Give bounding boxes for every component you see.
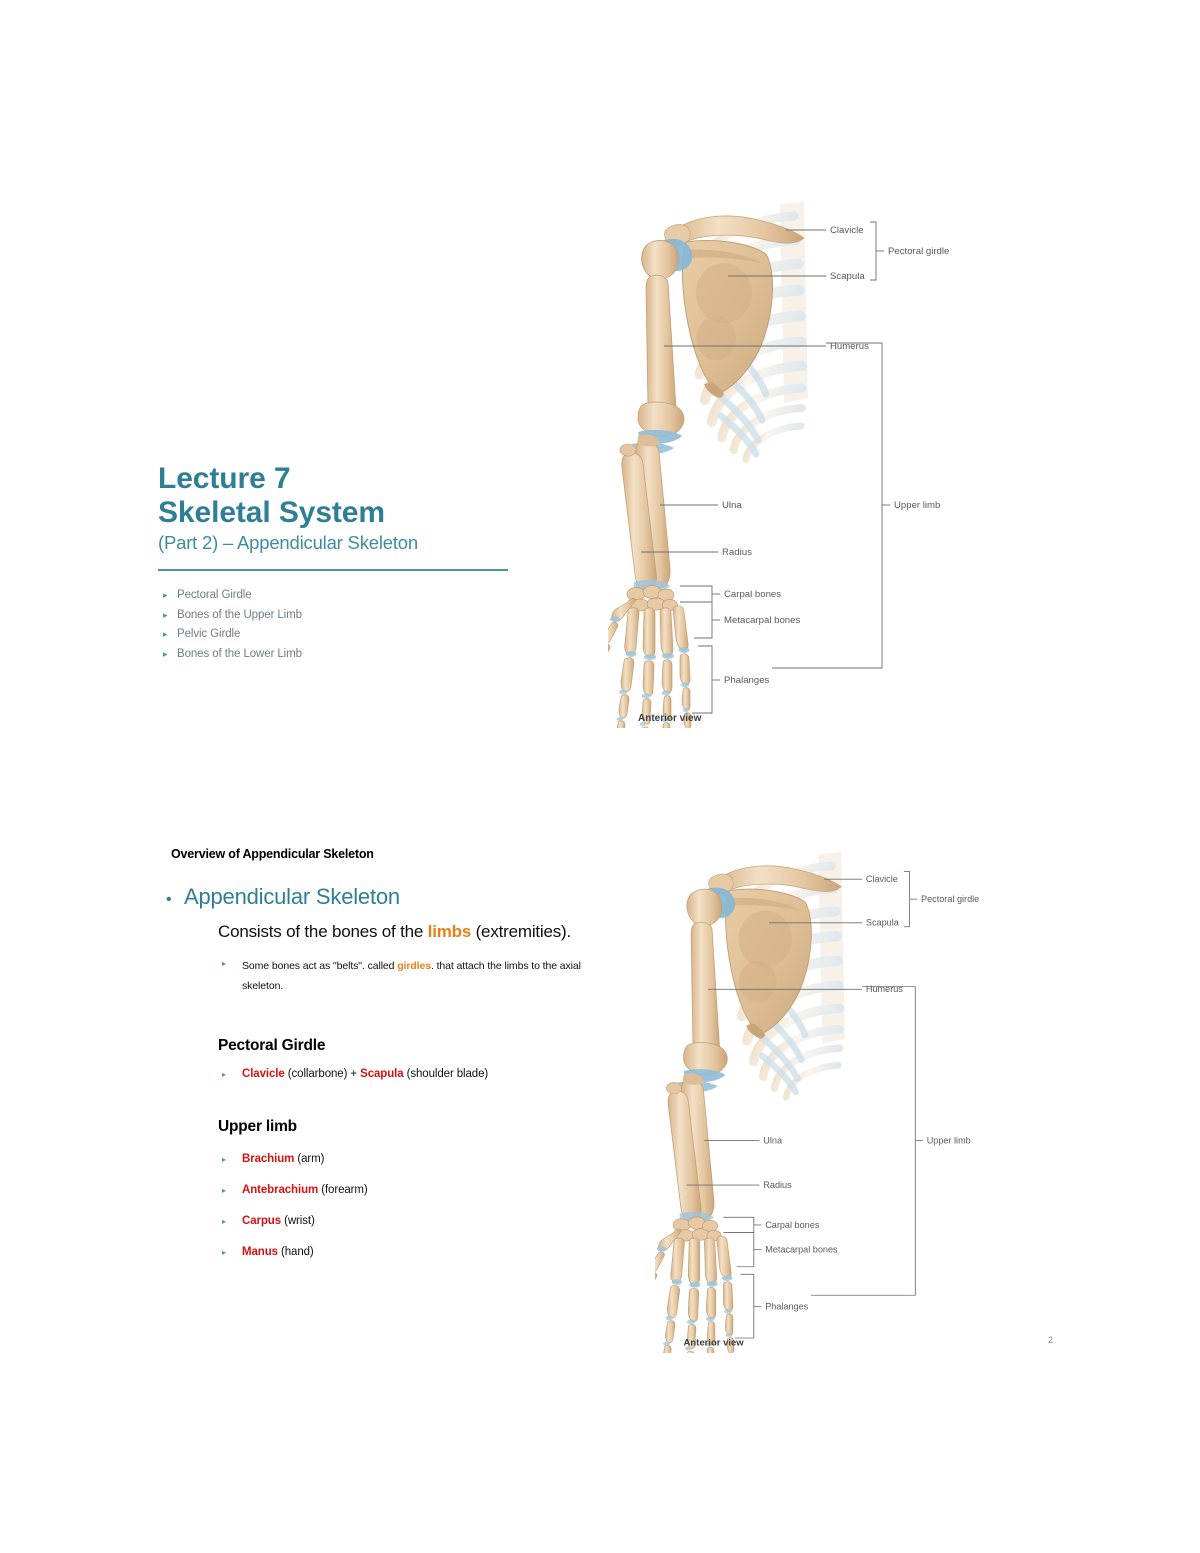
bullet-marker-icon: ▸ — [222, 959, 227, 968]
girdles-suffix: . that attach the limbs to the axial ske… — [242, 960, 581, 993]
title-bullet-list: ▸ Pectoral Girdle ▸ Bones of the Upper L… — [160, 586, 520, 664]
figure-label-clavicle: Clavicle — [830, 225, 864, 236]
consists-suffix: (extremities). — [471, 922, 572, 941]
figure-label-clavicle: Clavicle — [866, 874, 898, 884]
bullet-marker-icon: ▸ — [163, 590, 168, 600]
term-scapula: Scapula — [360, 1067, 404, 1080]
list-item-label: Pelvic Girdle — [177, 628, 241, 640]
term-brachium: Brachium — [242, 1152, 295, 1165]
upper-limb-bullet-text: Brachium (arm) — [242, 1152, 324, 1167]
term-carpus: Carpus — [242, 1214, 282, 1227]
figure-label-metacarpal: Metacarpal bones — [724, 615, 800, 626]
section-heading-pectoral-girdle: Pectoral Girdle — [218, 1036, 326, 1054]
list-item: ▸ Bones of the Upper Limb — [160, 606, 520, 626]
list-item: ▸ Bones of the Lower Limb — [160, 645, 520, 665]
term-manus: Manus — [242, 1245, 278, 1258]
list-item-label: Bones of the Lower Limb — [177, 647, 302, 660]
figure-label-upper-limb: Upper limb — [927, 1135, 971, 1145]
bullet-marker-icon: ▸ — [163, 609, 168, 620]
figure-label-scapula: Scapula — [830, 271, 865, 282]
figure-label-upper-limb: Upper limb — [894, 500, 940, 511]
title-divider-rule — [158, 569, 508, 571]
figure-label-radius: Radius — [763, 1180, 792, 1190]
figure-label-phalanges: Phalanges — [765, 1302, 808, 1312]
bullet-marker-icon: ▸ — [222, 1247, 227, 1257]
bullet-marker-icon: ▸ — [222, 1154, 227, 1164]
carpus-rest: (wrist) — [281, 1214, 315, 1227]
list-item: ▸ Pectoral Girdle — [160, 586, 520, 606]
girdles-prefix: Some bones act as "belts". called — [242, 960, 398, 972]
upper-limb-bullet: ▸ Manus (hand) — [222, 1245, 626, 1260]
figure-label-humerus: Humerus — [866, 984, 903, 994]
page-number: 2 — [1048, 1335, 1054, 1345]
figure-label-pectoral-girdle: Pectoral girdle — [921, 894, 979, 904]
manus-rest: (hand) — [277, 1245, 314, 1258]
bullet-dot-icon: • — [166, 891, 172, 908]
lecture-title-line2: Skeletal System — [158, 495, 385, 529]
figure-label-humerus: Humerus — [830, 341, 869, 352]
figure-label-metacarpal: Metacarpal bones — [765, 1245, 838, 1255]
bullet-marker-icon: ▸ — [222, 1185, 227, 1195]
figure-label-radius: Radius — [722, 547, 752, 558]
appendicular-skeleton-heading: Appendicular Skeleton — [184, 884, 400, 909]
antebrachium-rest: (forearm) — [318, 1183, 368, 1196]
figure-caption: Anterior view — [684, 1338, 745, 1349]
term-antebrachium: Antebrachium — [242, 1183, 319, 1196]
list-item-label: Bones of the Upper Limb — [177, 608, 302, 621]
figure-label-scapula: Scapula — [866, 918, 900, 928]
bullet-marker-icon: ▸ — [222, 1069, 227, 1079]
upper-limb-bullet-text: Carpus (wrist) — [242, 1214, 315, 1229]
upper-limb-bullet: ▸ Carpus (wrist) — [222, 1214, 626, 1229]
figure-caption: Anterior view — [638, 713, 702, 724]
overview-heading: Overview of Appendicular Skeleton — [171, 847, 374, 861]
upper-limb-skeleton-figure: Clavicle Scapula Pectoral girdle Humerus… — [655, 848, 1035, 1353]
consists-of-statement: Consists of the bones of the limbs (extr… — [218, 922, 626, 942]
girdles-sub-bullet: ▸ Some bones act as "belts". called gird… — [222, 956, 592, 997]
scapula-rest: (shoulder blade) — [403, 1067, 489, 1080]
pectoral-girdle-bullet: ▸ Clavicle (collarbone) + Scapula (shoul… — [222, 1067, 626, 1082]
girdles-sub-text: Some bones act as "belts". called girdle… — [242, 956, 592, 997]
section-heading-upper-limb: Upper limb — [218, 1117, 297, 1135]
figure-label-ulna: Ulna — [722, 500, 742, 511]
bullet-marker-icon: ▸ — [222, 1216, 227, 1226]
term-clavicle: Clavicle — [242, 1067, 285, 1080]
upper-limb-bullet: ▸ Brachium (arm) — [222, 1152, 626, 1167]
clavicle-rest-mid: (collarbone) + — [284, 1067, 361, 1080]
upper-limb-bullet-text: Manus (hand) — [242, 1245, 314, 1260]
upper-limb-bullet-text: Antebrachium (forearm) — [242, 1183, 368, 1198]
upper-limb-skeleton-figure: Clavicle Scapula Pectoral girdle Humerus… — [608, 198, 1008, 728]
figure-label-ulna: Ulna — [763, 1135, 783, 1145]
term-girdles: girdles — [397, 960, 431, 972]
figure-label-phalanges: Phalanges — [724, 675, 770, 686]
list-item-label: Pectoral Girdle — [177, 589, 252, 601]
lecture-subtitle: (Part 2) – Appendicular Skeleton — [158, 532, 418, 554]
consists-prefix: Consists of the bones of the — [218, 922, 428, 941]
term-limbs: limbs — [427, 922, 472, 941]
content-slide: Overview of Appendicular Skeleton • Appe… — [0, 780, 1200, 1553]
list-item: ▸ Pelvic Girdle — [160, 625, 520, 645]
bullet-marker-icon: ▸ — [163, 629, 168, 639]
figure-label-carpal: Carpal bones — [765, 1220, 820, 1230]
content-body: • Appendicular Skeleton Consists of the … — [166, 884, 626, 1260]
pectoral-girdle-bullet-text: Clavicle (collarbone) + Scapula (shoulde… — [242, 1067, 488, 1082]
upper-limb-bullet: ▸ Antebrachium (forearm) — [222, 1183, 626, 1198]
bullet-marker-icon: ▸ — [163, 648, 168, 659]
figure-label-pectoral-girdle: Pectoral girdle — [888, 246, 949, 257]
lecture-title-line1: Lecture 7 — [158, 462, 291, 495]
title-block: Lecture 7 Skeletal System (Part 2) – App… — [158, 462, 518, 554]
title-slide: Lecture 7 Skeletal System (Part 2) – App… — [158, 198, 1008, 728]
figure-label-carpal: Carpal bones — [724, 589, 781, 600]
brachium-rest: (arm) — [294, 1152, 325, 1165]
appendicular-skeleton-heading-row: • Appendicular Skeleton — [166, 884, 626, 910]
